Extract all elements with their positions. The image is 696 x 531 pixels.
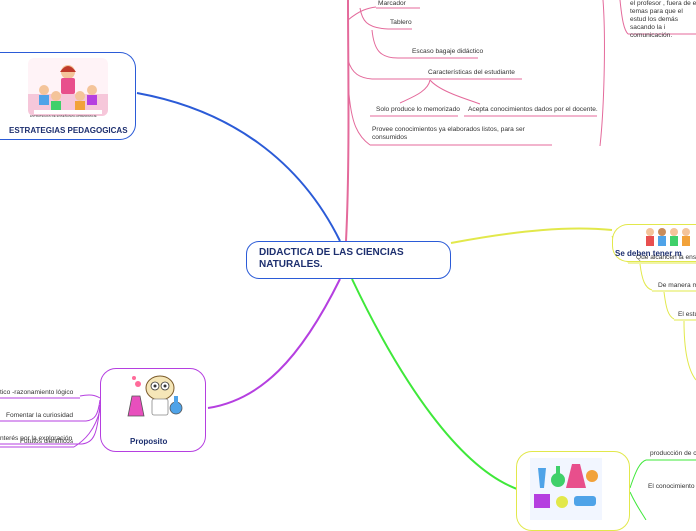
branch-deben: [450, 227, 613, 244]
proposito-item-3[interactable]: nterés por la exploración: [0, 435, 73, 442]
estrategias-title: ESTRATEGIAS PEDAGOGICAS: [9, 126, 128, 135]
characteristics-title[interactable]: Características del estudiante: [428, 69, 515, 76]
deben-item-1[interactable]: Que alcancen la ense: [636, 254, 696, 261]
mindmap-connectors: [0, 0, 696, 520]
branch-bottom: [351, 278, 521, 491]
deben-title: Se deben tener m: [615, 249, 682, 258]
characteristic-3[interactable]: Provee conocimientos ya elaborados listo…: [372, 126, 525, 141]
teacher-students-illustration: [28, 58, 108, 116]
top-item-bagaje[interactable]: Escaso bagaje didáctico: [412, 48, 484, 55]
children-group-illustration: [642, 227, 696, 247]
estrategias-image-caption: ESTRATEGIAS DE ENSEÑANZA-APRENDIZAJE: [30, 114, 97, 118]
bottom-item-2[interactable]: El conocimiento: [648, 483, 695, 490]
branch-estrategias: [136, 92, 341, 242]
deben-item-3[interactable]: El estu: [678, 311, 696, 318]
top-item-marcador[interactable]: Marcador: [378, 0, 406, 7]
deben-item-2[interactable]: De manera m: [658, 282, 696, 289]
proposito-item-1[interactable]: tico -razonamiento lógico: [0, 389, 74, 396]
proposito-item-4-visible[interactable]: Fututos científicos: [20, 438, 74, 445]
proposito-title: Proposito: [130, 437, 168, 446]
cartoon-scientist-illustration: [124, 372, 186, 424]
central-topic[interactable]: DIDACTICA DE LAS CIENCIAS NATURALES.: [246, 241, 451, 279]
science-lab-illustration: [530, 458, 602, 520]
central-topic-label: DIDACTICA DE LAS CIENCIAS NATURALES.: [259, 247, 404, 270]
top-right-text[interactable]: el profesor , fuera de el temas para que…: [630, 0, 696, 39]
proposito-item-2[interactable]: Fomentar la curiosidad: [6, 412, 74, 419]
top-item-tablero[interactable]: Tablero: [390, 19, 412, 26]
branch-proposito: [207, 278, 341, 409]
characteristic-1[interactable]: Solo produce lo memorizado: [376, 106, 460, 113]
branch-top: [345, 0, 350, 242]
bottom-item-1[interactable]: producción de co: [650, 450, 696, 457]
characteristic-2[interactable]: Acepta conocimientos dados por el docent…: [468, 106, 598, 113]
